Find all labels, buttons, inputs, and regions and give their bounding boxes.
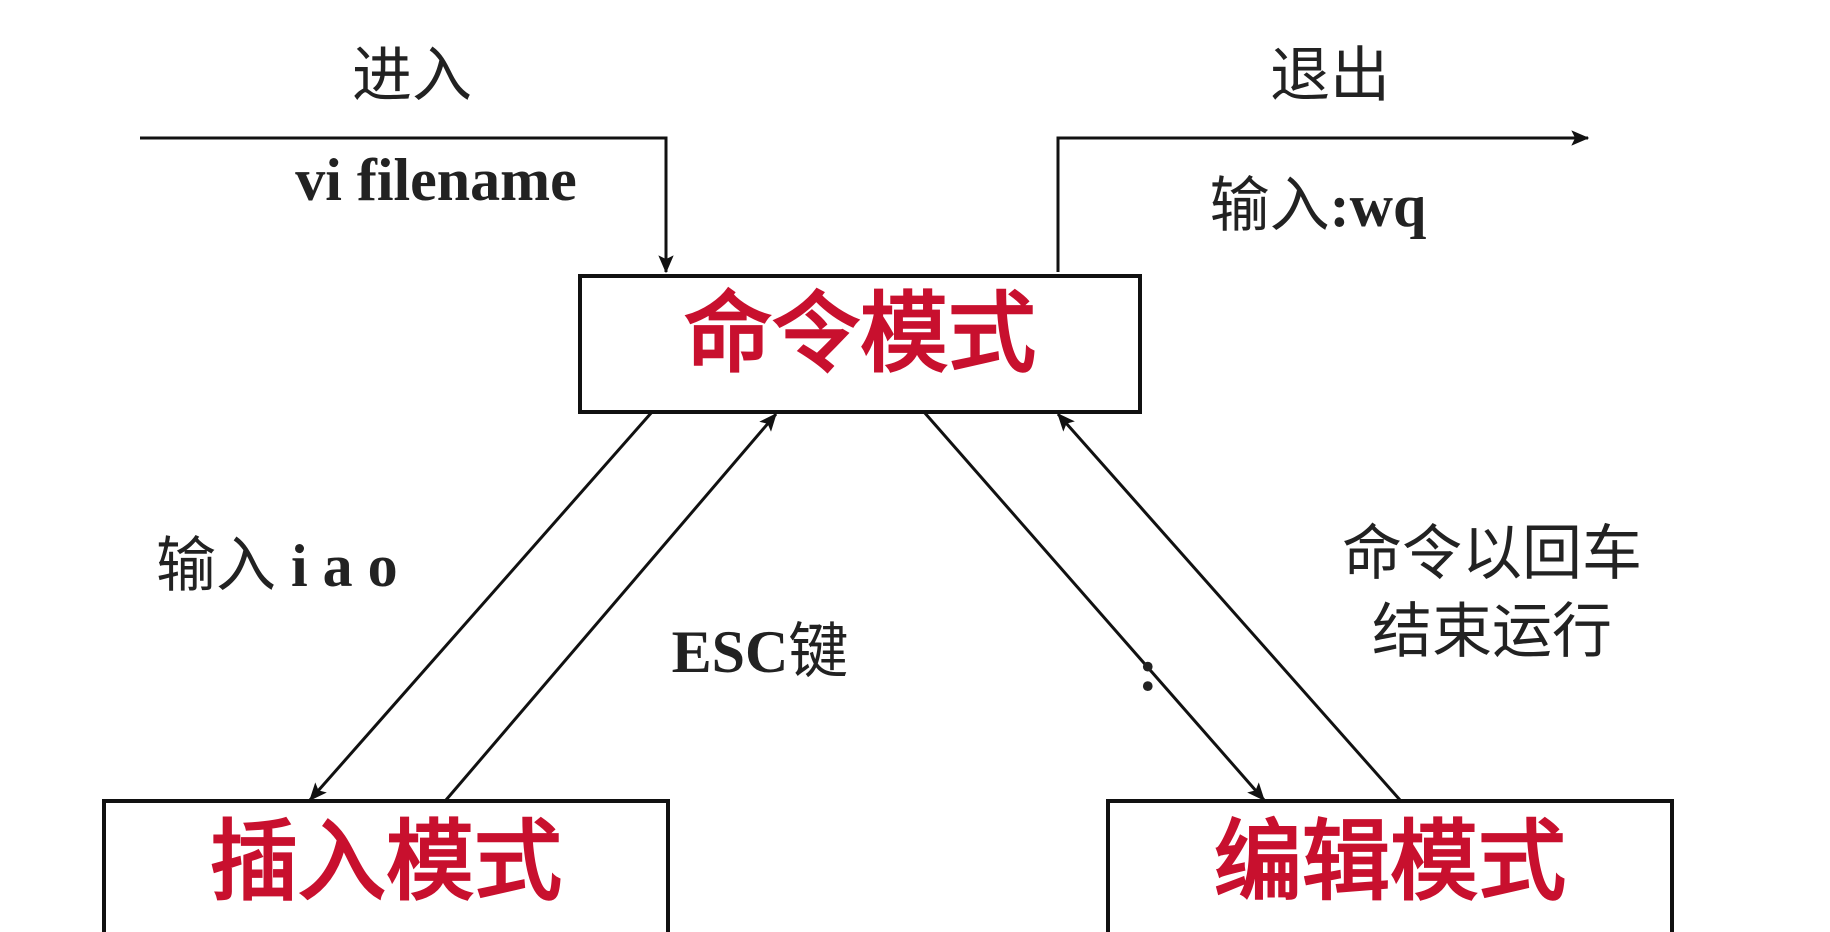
enter-heading: 进入	[352, 41, 472, 111]
exit-arrow	[1056, 130, 1590, 272]
edit-mode-label: 编辑模式	[1214, 809, 1566, 913]
command-to-insert-arrow	[308, 411, 654, 801]
esc-key: ESC	[672, 619, 789, 685]
exit-heading: 退出	[1270, 41, 1390, 111]
enter-arrow	[140, 136, 674, 274]
command-mode-box	[578, 274, 1142, 414]
command-to-edit-arrow	[922, 411, 1266, 801]
enter-command: vi filename	[295, 147, 577, 213]
esc-key-label: ESC键	[672, 617, 849, 687]
insert-mode-label: 插入模式	[210, 809, 562, 913]
exit-command-key: :wq	[1330, 173, 1427, 239]
insert-mode-box	[102, 799, 670, 932]
edit-note-line1: 命令以回车	[1342, 519, 1642, 589]
exit-command-prefix: 输入	[1210, 171, 1330, 241]
edit-note-line2: 结束运行	[1372, 597, 1612, 667]
to-insert-prefix: 输入	[156, 531, 276, 601]
command-mode-label: 命令模式	[684, 281, 1036, 385]
edit-mode-box	[1106, 799, 1674, 932]
esc-suffix: 键	[788, 617, 848, 687]
insert-to-command-arrow	[444, 413, 778, 801]
exit-command: 输入:wq	[1210, 171, 1427, 241]
colon-key-label: :	[1138, 637, 1158, 703]
to-insert-keys: i a o	[276, 533, 398, 599]
edit-to-command-arrow	[1056, 413, 1402, 801]
to-insert-label: 输入 i a o	[156, 531, 398, 601]
